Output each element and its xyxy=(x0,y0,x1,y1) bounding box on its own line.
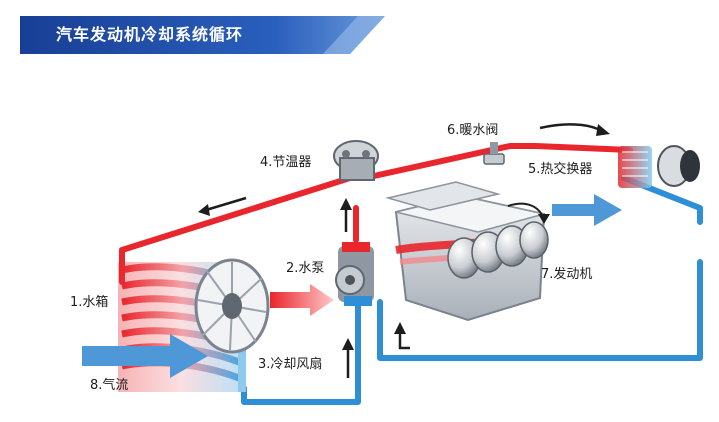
label-heater-valve: 6.暖水阀 xyxy=(447,123,499,138)
flow-arrows xyxy=(198,123,610,378)
heater-valve xyxy=(483,142,505,165)
label-engine: 7.发动机 xyxy=(541,267,593,282)
hx-airflow-arrow xyxy=(552,194,622,226)
label-water-pump: 2.水泵 xyxy=(286,261,325,276)
label-airflow: 8.气流 xyxy=(90,378,129,393)
label-heat-exchanger: 5.热交换器 xyxy=(528,162,593,177)
label-radiator: 1.水箱 xyxy=(70,295,109,310)
thermostat xyxy=(333,140,379,181)
water-pump xyxy=(335,242,374,306)
heat-exchanger xyxy=(618,145,700,188)
fan-air-arrow xyxy=(270,284,334,316)
airflow-arrow xyxy=(82,334,208,378)
diagram-title: 汽车发动机冷却系统循环 xyxy=(56,25,244,44)
cooling-fan xyxy=(194,258,270,354)
cold-coolant-lines xyxy=(241,175,703,405)
title-banner xyxy=(20,16,385,54)
label-cooling-fan: 3.冷却风扇 xyxy=(258,357,323,372)
engine xyxy=(385,181,550,322)
label-thermostat: 4.节温器 xyxy=(260,155,312,170)
title-banner-accent xyxy=(323,16,385,54)
